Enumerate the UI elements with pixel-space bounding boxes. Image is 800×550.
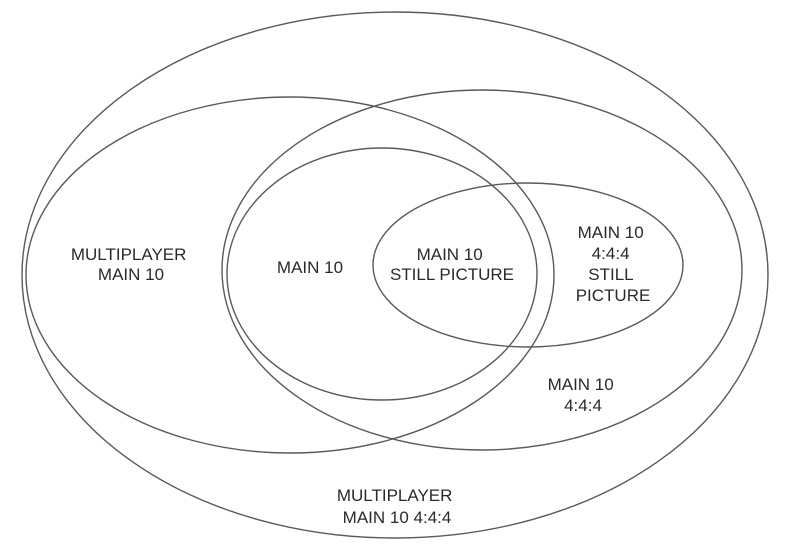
label-line: STILL (588, 265, 633, 284)
main-10-ellipse (226, 147, 538, 401)
multiplayer-main-10-444-ellipse (21, 11, 769, 539)
label-line: MAIN 10 (417, 245, 483, 264)
label-main-10: MAIN 10 (277, 258, 343, 277)
label-line: MULTIPLAYER (337, 486, 453, 505)
label-multiplayer-main-10-444: MULTIPLAYER MAIN 10 4:4:4 (337, 486, 457, 527)
label-main-10-444-still-picture: MAIN 10 4:4:4 STILL PICTURE (576, 223, 651, 305)
label-line: MAIN 10 4:4:4 (343, 508, 452, 527)
label-line: MAIN 10 (578, 223, 644, 242)
label-line: PICTURE (576, 286, 651, 305)
main-10-444-still-picture-ellipse (372, 182, 684, 348)
label-line: MAIN 10 (98, 265, 164, 284)
label-line: MAIN 10 (277, 258, 343, 277)
main-10-444-ellipse (221, 89, 743, 451)
multiplayer-main-10-ellipse (25, 96, 555, 454)
label-line: 4:4:4 (592, 244, 630, 263)
label-multiplayer-main-10: MULTIPLAYER MAIN 10 (71, 245, 191, 284)
label-line: MULTIPLAYER (71, 245, 187, 264)
label-line: MAIN 10 (548, 375, 614, 394)
label-main-10-still-picture: MAIN 10 STILL PICTURE (390, 245, 514, 284)
label-main-10-444: MAIN 10 4:4:4 (548, 375, 619, 415)
label-line: 4:4:4 (564, 396, 602, 415)
label-line: STILL PICTURE (390, 265, 514, 284)
